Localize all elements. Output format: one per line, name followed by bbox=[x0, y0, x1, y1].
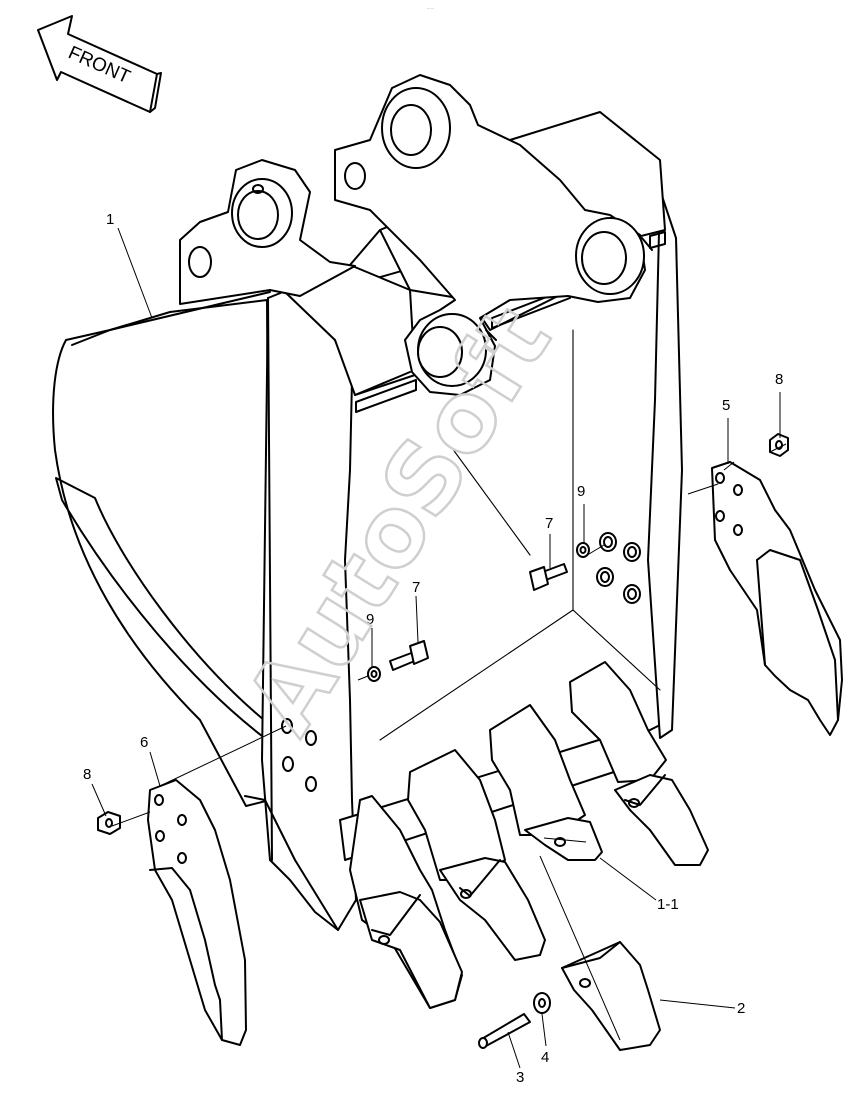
callout-7-upper: 7 bbox=[545, 515, 553, 532]
callout-8-right: 8 bbox=[775, 371, 783, 388]
callout-9-upper: 9 bbox=[577, 483, 585, 500]
callout-1-1: 1-1 bbox=[657, 896, 679, 913]
loose-tooth-point bbox=[561, 941, 661, 1051]
tooth-pin bbox=[478, 1013, 531, 1049]
callout-6: 6 bbox=[140, 734, 148, 751]
front-direction-arrow: FRONT bbox=[37, 15, 162, 113]
nut-right bbox=[769, 433, 789, 457]
callout-9-lower: 9 bbox=[366, 611, 374, 628]
tooth-3 bbox=[489, 704, 603, 861]
bolt-lower bbox=[389, 640, 429, 671]
callout-5: 5 bbox=[722, 397, 730, 414]
tooth-washer bbox=[533, 992, 551, 1014]
washer-lower bbox=[367, 666, 381, 682]
callout-2: 2 bbox=[737, 1000, 745, 1017]
callout-3: 3 bbox=[516, 1069, 524, 1086]
leader-lines bbox=[91, 227, 787, 1069]
callout-1: 1 bbox=[106, 211, 114, 228]
nut-left bbox=[97, 811, 121, 835]
tooth-4 bbox=[569, 661, 709, 866]
front-label: FRONT bbox=[65, 42, 134, 88]
top-mark: — — bbox=[427, 6, 434, 10]
callout-7-lower: 7 bbox=[412, 579, 420, 596]
bucket-body bbox=[52, 74, 683, 931]
side-cutter-left bbox=[147, 779, 247, 1046]
washer-upper bbox=[576, 542, 590, 558]
callout-labels: 1 1-1 2 3 4 5 6 7 7 8 8 9 9 bbox=[83, 211, 783, 1086]
bucket-teeth bbox=[349, 661, 709, 1009]
bolt-upper bbox=[529, 563, 568, 591]
callout-8-left: 8 bbox=[83, 766, 91, 783]
tooth-1 bbox=[349, 795, 463, 1009]
tooth-2 bbox=[407, 749, 546, 961]
callout-4: 4 bbox=[541, 1049, 549, 1066]
side-cutter-right bbox=[711, 461, 843, 736]
